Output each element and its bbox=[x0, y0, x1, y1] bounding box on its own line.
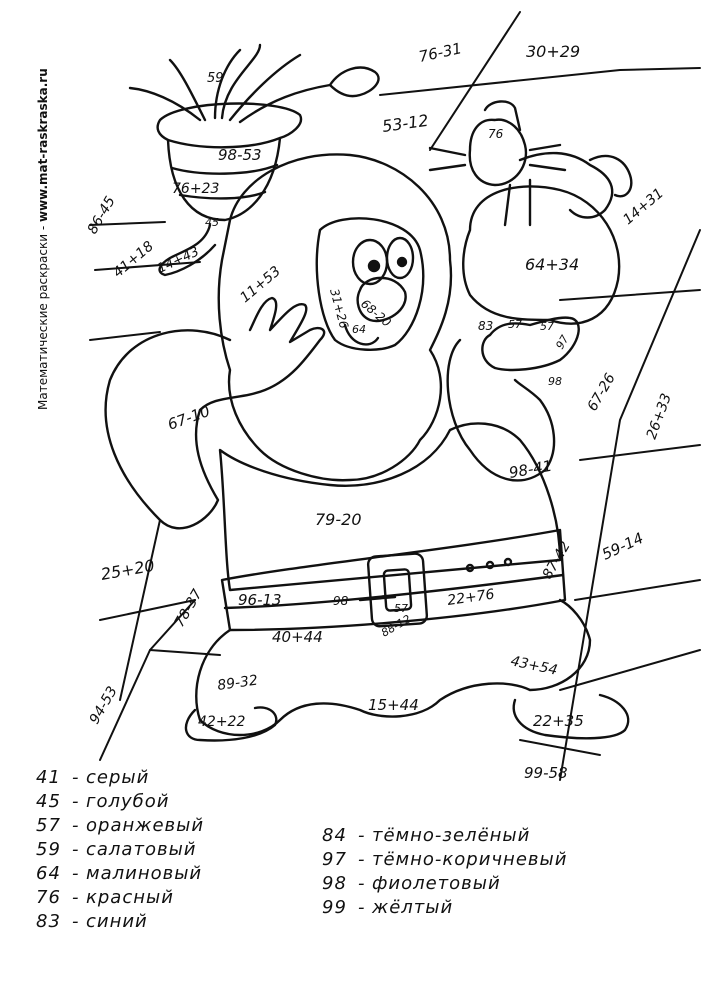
legend-color-name: фиолетовый bbox=[372, 873, 501, 894]
legend-number: 59 bbox=[36, 839, 61, 860]
region-label: 30+29 bbox=[526, 42, 580, 61]
region-label: 99-58 bbox=[524, 764, 568, 782]
legend-number: 64 bbox=[36, 863, 61, 884]
legend-number: 45 bbox=[36, 791, 61, 812]
legend-color-name: тёмно-зелёный bbox=[372, 825, 531, 846]
legend-color-name: оранжевый bbox=[86, 815, 205, 836]
region-label: 53-12 bbox=[381, 111, 430, 136]
legend-color-name: красный bbox=[86, 887, 174, 908]
legend-color-name: жёлтый bbox=[372, 897, 454, 918]
legend-item: 83-синий bbox=[36, 910, 204, 934]
region-label: 88-12 bbox=[379, 612, 413, 639]
region-label: 59-14 bbox=[599, 529, 646, 564]
legend-number: 57 bbox=[36, 815, 61, 836]
legend-item: 98-фиолетовый bbox=[322, 872, 567, 896]
region-label: 67-10 bbox=[165, 402, 212, 434]
region-label: 11+53 bbox=[237, 263, 284, 306]
legend-item: 99-жёлтый bbox=[322, 896, 567, 920]
legend-dash: - bbox=[72, 815, 80, 836]
legend-color-name: синий bbox=[86, 911, 148, 932]
region-label: 98 bbox=[333, 594, 349, 608]
legend-color-name: голубой bbox=[86, 791, 170, 812]
region-label: 97 bbox=[553, 333, 571, 352]
legend-number: 83 bbox=[36, 911, 61, 932]
legend-item: 41-серый bbox=[36, 766, 204, 790]
legend-dash: - bbox=[358, 873, 366, 894]
region-label: 40+44 bbox=[272, 628, 323, 646]
region-label: 57 bbox=[540, 320, 554, 333]
region-label: 26+33 bbox=[644, 391, 675, 441]
region-label: 96-13 bbox=[238, 591, 282, 609]
legend-item: 45-голубой bbox=[36, 790, 204, 814]
color-legend-right: 84-тёмно-зелёный 97-тёмно-коричневый 98-… bbox=[322, 824, 567, 920]
region-label: 76 bbox=[488, 127, 504, 141]
region-label: 15+44 bbox=[368, 696, 419, 714]
region-label: 76+23 bbox=[172, 181, 219, 197]
legend-item: 84-тёмно-зелёный bbox=[322, 824, 567, 848]
region-label: 67-26 bbox=[585, 371, 619, 414]
legend-item: 76-красный bbox=[36, 886, 204, 910]
region-label: 98-41 bbox=[508, 457, 554, 482]
legend-dash: - bbox=[72, 767, 80, 788]
region-label: 57 bbox=[508, 318, 522, 331]
region-label: 89-32 bbox=[216, 672, 259, 694]
region-label: 59 bbox=[207, 71, 224, 86]
region-labels: 76-31 30+29 53-12 59 98-53 76+23 86-45 4… bbox=[85, 39, 675, 782]
legend-dash: - bbox=[72, 911, 80, 932]
legend-dash: - bbox=[72, 839, 80, 860]
legend-dash: - bbox=[358, 849, 366, 870]
legend-color-name: тёмно-коричневый bbox=[372, 849, 568, 870]
region-label: 45 bbox=[205, 216, 219, 229]
legend-color-name: серый bbox=[86, 767, 150, 788]
region-label: 83 bbox=[478, 319, 493, 333]
legend-number: 84 bbox=[322, 825, 347, 846]
legend-dash: - bbox=[72, 887, 80, 908]
region-label: 43+54 bbox=[509, 653, 559, 678]
legend-color-name: малиновый bbox=[86, 863, 203, 884]
legend-number: 76 bbox=[36, 887, 61, 908]
region-label: 79-20 bbox=[315, 510, 362, 529]
region-label: 64+34 bbox=[525, 255, 579, 274]
legend-number: 41 bbox=[36, 767, 61, 788]
region-label: 64 bbox=[352, 323, 366, 336]
region-label: 22+76 bbox=[446, 587, 495, 609]
legend-dash: - bbox=[358, 825, 366, 846]
legend-item: 59-салатовый bbox=[36, 838, 204, 862]
dwarf-figure bbox=[104, 100, 633, 742]
legend-dash: - bbox=[358, 897, 366, 918]
region-label: 76-31 bbox=[417, 39, 463, 66]
region-label: 57 bbox=[394, 602, 408, 615]
legend-number: 99 bbox=[322, 897, 347, 918]
legend-item: 57-оранжевый bbox=[36, 814, 204, 838]
region-label: 98-53 bbox=[218, 146, 262, 164]
legend-dash: - bbox=[72, 791, 80, 812]
background-lines bbox=[89, 11, 701, 781]
region-label: 41+18 bbox=[110, 238, 157, 281]
legend-item: 64-малиновый bbox=[36, 862, 204, 886]
legend-number: 98 bbox=[322, 873, 347, 894]
region-label: 42+22 bbox=[198, 714, 245, 730]
legend-color-name: салатовый bbox=[86, 839, 197, 860]
region-label: 31+26 bbox=[327, 287, 351, 330]
color-legend-left: 41-серый 45-голубой 57-оранжевый 59-сала… bbox=[36, 766, 204, 934]
plant-pot bbox=[128, 43, 380, 277]
region-label: 94-53 bbox=[87, 684, 121, 727]
legend-item: 97-тёмно-коричневый bbox=[322, 848, 567, 872]
region-label: 22+35 bbox=[533, 712, 584, 730]
legend-dash: - bbox=[72, 863, 80, 884]
region-label: 78-37 bbox=[172, 587, 206, 630]
legend-number: 97 bbox=[322, 849, 347, 870]
region-label: 98 bbox=[548, 375, 562, 388]
region-label: 86-45 bbox=[85, 194, 119, 237]
